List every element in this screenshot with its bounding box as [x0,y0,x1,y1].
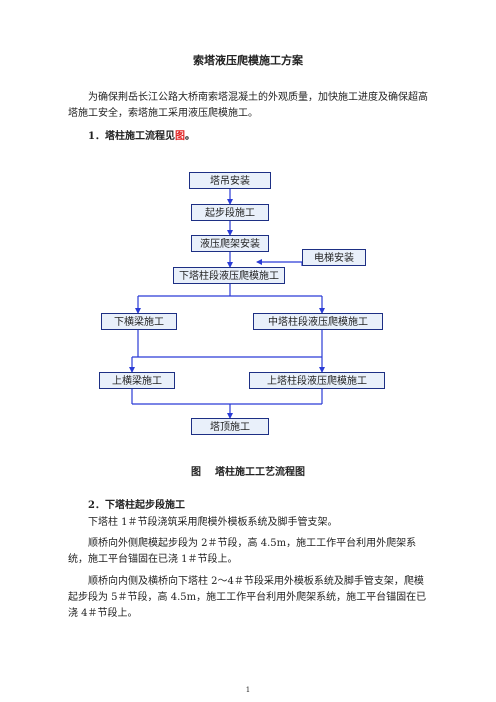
flow-node-starting-section: 起步段施工 [191,204,269,221]
flow-node-upper-column: 上塔柱段液压爬模施工 [249,372,385,389]
page-number: 1 [245,686,251,694]
flow-node-elevator: 电梯安装 [302,249,366,266]
figure-caption-text: 塔柱施工工艺流程图 [215,467,305,478]
flow-node-tower-top: 塔顶施工 [191,418,269,435]
flow-node-lower-beam: 下横梁施工 [101,313,177,330]
figure-reference-link[interactable]: 图 [174,131,185,142]
section-2-paragraph-1: 下塔柱 1＃节段浇筑采用爬模外模板系统及脚手管支架。 [88,517,338,528]
section-1-heading: 1．塔柱施工流程见图。 [88,127,195,142]
figure-caption-label: 图 [191,467,201,478]
flow-node-lower-column: 下塔柱段液压爬模施工 [173,267,285,284]
section-2-heading: 2．下塔柱起步段施工 [88,500,185,511]
flow-node-tower-crane: 塔吊安装 [189,172,271,189]
section-2-paragraph-3: 顺桥向内侧及横桥向下塔柱 2～4＃节段采用外模板系统及脚手管支架，爬模起步段为 … [68,576,427,619]
flow-node-upper-beam: 上横梁施工 [99,372,175,389]
section-1-prefix: 1．塔柱施工流程见 [88,131,175,142]
figure-caption: 图 塔柱施工工艺流程图 [0,463,496,478]
section-2-paragraph-2: 顺桥向外侧爬模起步段为 2＃节段，高 4.5m，施工工作平台利用外爬架系统，施工… [68,538,417,565]
document-title: 索塔液压爬模施工方案 [193,54,303,67]
flow-node-hydraulic-frame: 液压爬架安装 [191,235,269,252]
flow-node-middle-column: 中塔柱段液压爬模施工 [253,313,383,330]
section-1-suffix: 。 [184,131,195,142]
intro-paragraph: 为确保荆岳长江公路大桥南索塔混凝土的外观质量，加快施工进度及确保超高塔施工安全，… [68,92,428,119]
